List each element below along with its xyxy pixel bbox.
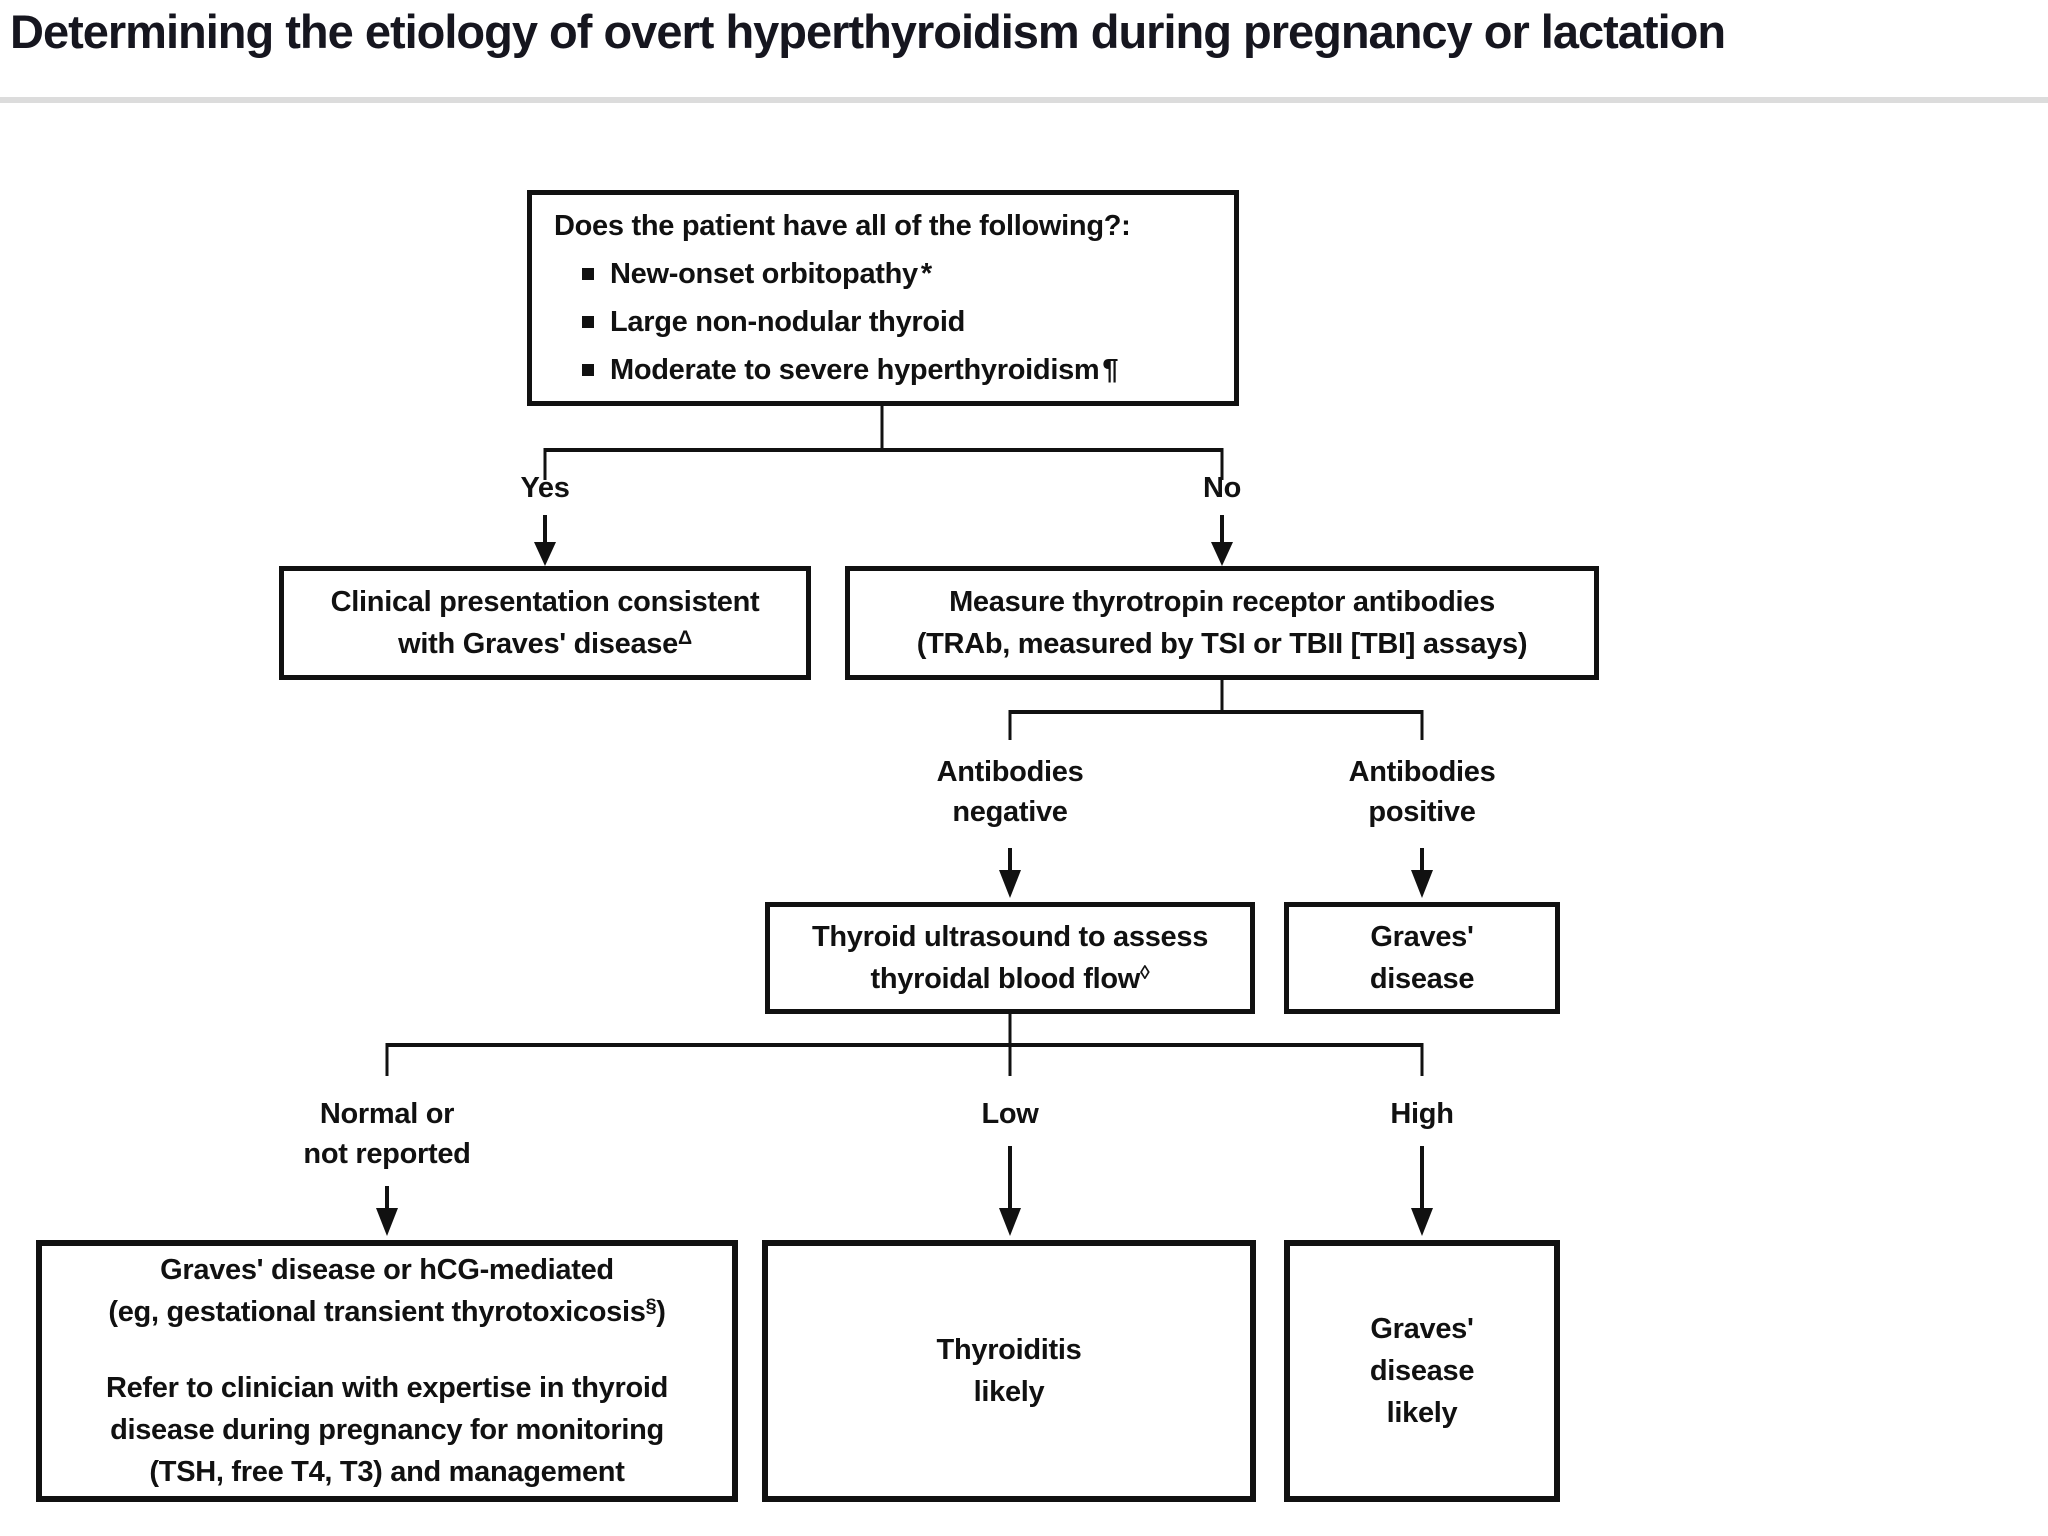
hcg-para1-line1: Graves' disease or hCG-mediated [160,1254,614,1286]
antibodies-negative-line2: negative [952,796,1068,828]
ultrasound-line2: thyroidal blood flow◊ [871,958,1150,1000]
refer-para2-line3: (TSH, free T4, T3) and management [149,1456,625,1488]
bullet-square-icon [582,316,594,328]
graves-disease-line2: disease [1369,963,1475,995]
normal-label-line1: Normal or [319,1098,455,1130]
refer-para2-line1: Refer to clinician with expertise in thy… [105,1372,669,1404]
measure-trab-line1: Measure thyrotropin receptor antibodies [949,586,1495,618]
ultrasound-line1: Thyroid ultrasound to assess [811,921,1209,953]
normal-label-line2: not reported [303,1138,471,1170]
node-graves-disease-likely: Graves' disease likely [1284,1240,1560,1502]
branch-label-antibodies-positive: Antibodies positive [1272,752,1572,832]
node-graves-disease: Graves' disease [1284,902,1560,1014]
antibodies-positive-line2: positive [1368,796,1476,828]
node-measure-trab: Measure thyrotropin receptor antibodies … [845,566,1599,680]
branch-label-low: Low [981,1098,1039,1130]
branch-label-no: No [1202,472,1242,504]
footnote-mark-delta: Δ [677,627,692,650]
root-bullet-1: New-onset orbitopathy* [554,250,932,298]
thyroiditis-line1: Thyroiditis [936,1334,1082,1366]
bullet-square-icon [582,268,594,280]
clinical-graves-line2-text: with Graves' disease [398,628,678,660]
antibodies-negative-line1: Antibodies [936,756,1084,788]
arrow-yes-head [534,542,556,566]
arrow-low-head [999,1208,1021,1236]
graves-likely-line3: likely [1386,1397,1458,1429]
node-thyroiditis-likely: Thyroiditis likely [762,1240,1256,1502]
branch-label-yes: Yes [520,472,570,504]
footnote-mark-lozenge: ◊ [1140,962,1150,985]
antibodies-positive-line1: Antibodies [1348,756,1496,788]
node-clinical-graves: Clinical presentation consistent with Gr… [279,566,811,680]
hcg-para1-line2: (eg, gestational transient thyrotoxicosi… [108,1291,666,1333]
node-thyroid-ultrasound: Thyroid ultrasound to assess thyroidal b… [765,902,1255,1014]
footnote-mark-pilcrow: ¶ [1102,354,1119,386]
arrow-normal-head [376,1208,398,1236]
root-bullet-2-text: Large non-nodular thyroid [610,306,965,338]
hcg-para1-line2-text: (eg, gestational transient thyrotoxicosi… [108,1296,646,1328]
arrow-abpos-head [1411,870,1433,898]
footnote-mark-asterisk: * [920,258,932,290]
graves-likely-line2: disease [1369,1355,1475,1387]
node-root-question: Does the patient have all of the followi… [527,190,1239,406]
branch-label-antibodies-negative: Antibodies negative [860,752,1160,832]
thyroiditis-line2: likely [973,1376,1045,1408]
root-bullet-3: Moderate to severe hyperthyroidism¶ [554,346,1119,394]
root-question-text: Does the patient have all of the followi… [554,210,1131,242]
hcg-para1-line2-close: ) [656,1296,666,1328]
ultrasound-line2-text: thyroidal blood flow [870,963,1141,995]
node-graves-or-hcg-mediated: Graves' disease or hCG-mediated (eg, ges… [36,1240,738,1502]
clinical-graves-line2: with Graves' diseaseΔ [398,623,692,665]
root-bullet-1-text: New-onset orbitopathy [610,258,918,290]
graves-likely-line1: Graves' [1370,1313,1474,1345]
bullet-square-icon [582,364,594,376]
branch-label-high: High [1390,1098,1454,1130]
root-bullet-3-text: Moderate to severe hyperthyroidism [610,354,1100,386]
clinical-graves-line1: Clinical presentation consistent [330,586,760,618]
arrow-high-head [1411,1208,1433,1236]
arrow-no-head [1211,542,1233,566]
title-divider [0,97,2048,103]
branch-label-normal-or-not-reported: Normal or not reported [237,1094,537,1174]
root-bullet-2: Large non-nodular thyroid [554,298,968,346]
arrow-abneg-head [999,870,1021,898]
page-title: Determining the etiology of overt hypert… [10,5,1726,58]
footnote-mark-section: § [645,1295,657,1318]
measure-trab-line2: (TRAb, measured by TSI or TBII [TBI] ass… [916,628,1528,660]
refer-para2-line2: disease during pregnancy for monitoring [110,1414,664,1446]
graves-disease-line1: Graves' [1370,921,1474,953]
